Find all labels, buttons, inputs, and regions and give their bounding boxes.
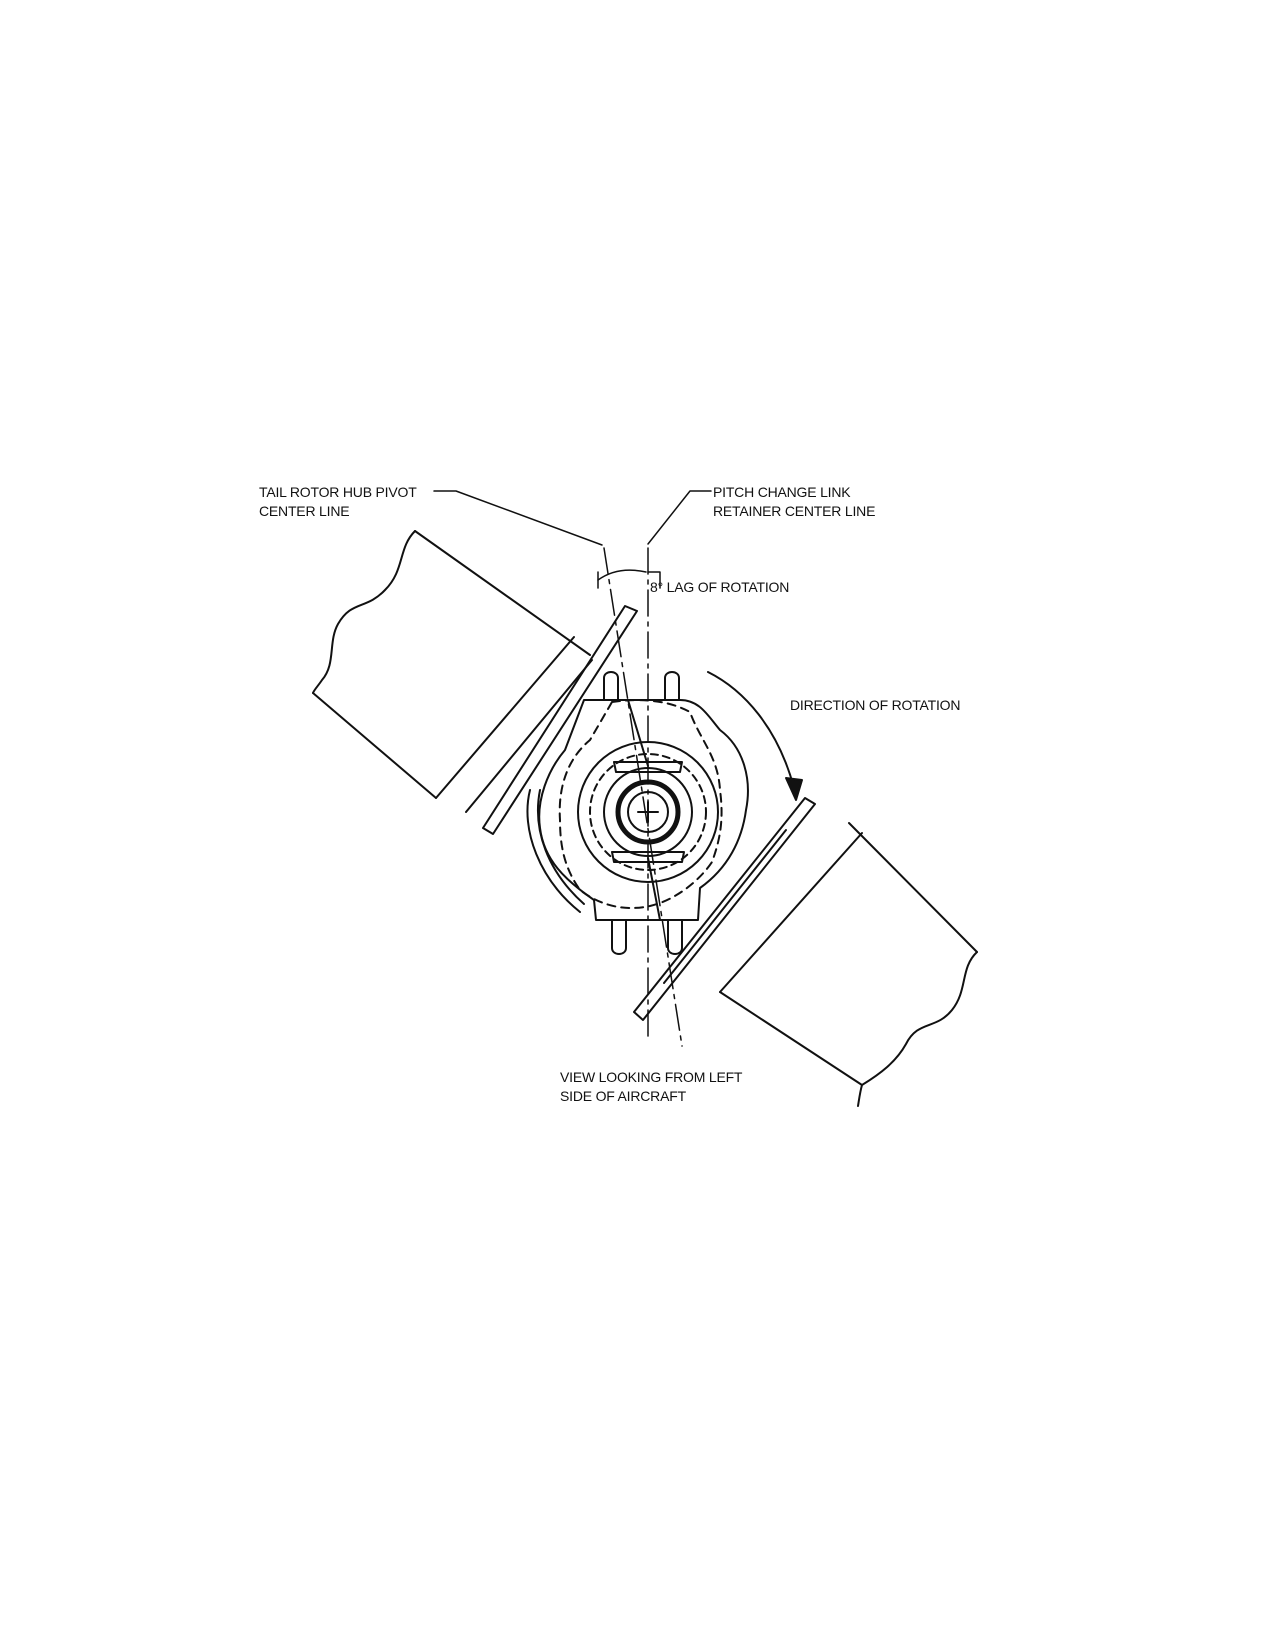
pivot-leader bbox=[433, 490, 603, 546]
link-label-line1: PITCH CHANGE LINK bbox=[713, 484, 851, 500]
retainer-plate-bottom bbox=[611, 851, 685, 863]
upper-blade-cuff bbox=[435, 636, 575, 799]
lower-blade-bottom-edge bbox=[719, 991, 863, 1086]
hub-ring-dashed bbox=[589, 753, 707, 871]
lag-angle-arc bbox=[597, 569, 647, 581]
view-caption-line2: SIDE OF AIRCRAFT bbox=[560, 1088, 686, 1104]
upper-blade-break-line bbox=[312, 530, 416, 694]
hub-bottom-lug-right bbox=[667, 919, 683, 955]
hub-outer-outline bbox=[538, 699, 749, 921]
center-lines bbox=[603, 547, 683, 1047]
hub-left-arc bbox=[526, 789, 581, 913]
lower-blade-grip-plate bbox=[633, 797, 816, 1021]
hub-pivot-center-line bbox=[603, 547, 683, 1047]
rotation-arc bbox=[707, 671, 795, 789]
lag-angle-label: 8° LAG OF ROTATION bbox=[650, 579, 790, 595]
leader-lines bbox=[433, 490, 712, 589]
retainer-link-top bbox=[627, 699, 649, 767]
rotation-arrow bbox=[707, 671, 803, 801]
link-label-line2: RETAINER CENTER LINE bbox=[713, 503, 876, 519]
upper-left-blade bbox=[312, 530, 638, 835]
hub-top-lug-left bbox=[603, 671, 619, 701]
upper-blade-grip-plate bbox=[482, 605, 638, 835]
hub-top-lug-right bbox=[664, 671, 680, 701]
link-leader bbox=[647, 490, 712, 545]
lag-angle-tick-right bbox=[647, 571, 661, 589]
view-caption-line1: VIEW LOOKING FROM LEFT bbox=[560, 1069, 743, 1085]
rotation-arrowhead bbox=[785, 777, 803, 801]
pivot-label-line2: CENTER LINE bbox=[259, 503, 350, 519]
hub-left-arc-inner bbox=[536, 789, 585, 905]
upper-blade-grip-inner bbox=[465, 659, 593, 813]
lower-right-blade bbox=[633, 797, 978, 1107]
lower-blade-break-line bbox=[857, 951, 978, 1107]
lower-blade-cuff bbox=[719, 832, 863, 993]
hub-bottom-lug-left bbox=[611, 919, 627, 955]
pitch-link-center-line-label: PITCH CHANGE LINK RETAINER CENTER LINE bbox=[713, 483, 875, 521]
lower-blade-grip-inner bbox=[663, 829, 787, 984]
upper-blade-bottom-edge bbox=[312, 692, 437, 799]
view-caption: VIEW LOOKING FROM LEFT SIDE OF AIRCRAFT bbox=[560, 1068, 742, 1106]
hub-dashed-outline bbox=[558, 699, 723, 910]
pivot-center-line-label: TAIL ROTOR HUB PIVOT CENTER LINE bbox=[259, 483, 417, 521]
pivot-label-line1: TAIL ROTOR HUB PIVOT bbox=[259, 484, 417, 500]
upper-blade-top-edge bbox=[414, 530, 591, 656]
lower-blade-top-edge bbox=[848, 822, 978, 953]
retainer-plate-top bbox=[613, 761, 683, 773]
retainer-link-bottom bbox=[647, 857, 661, 921]
direction-of-rotation-label: DIRECTION OF ROTATION bbox=[790, 697, 961, 713]
